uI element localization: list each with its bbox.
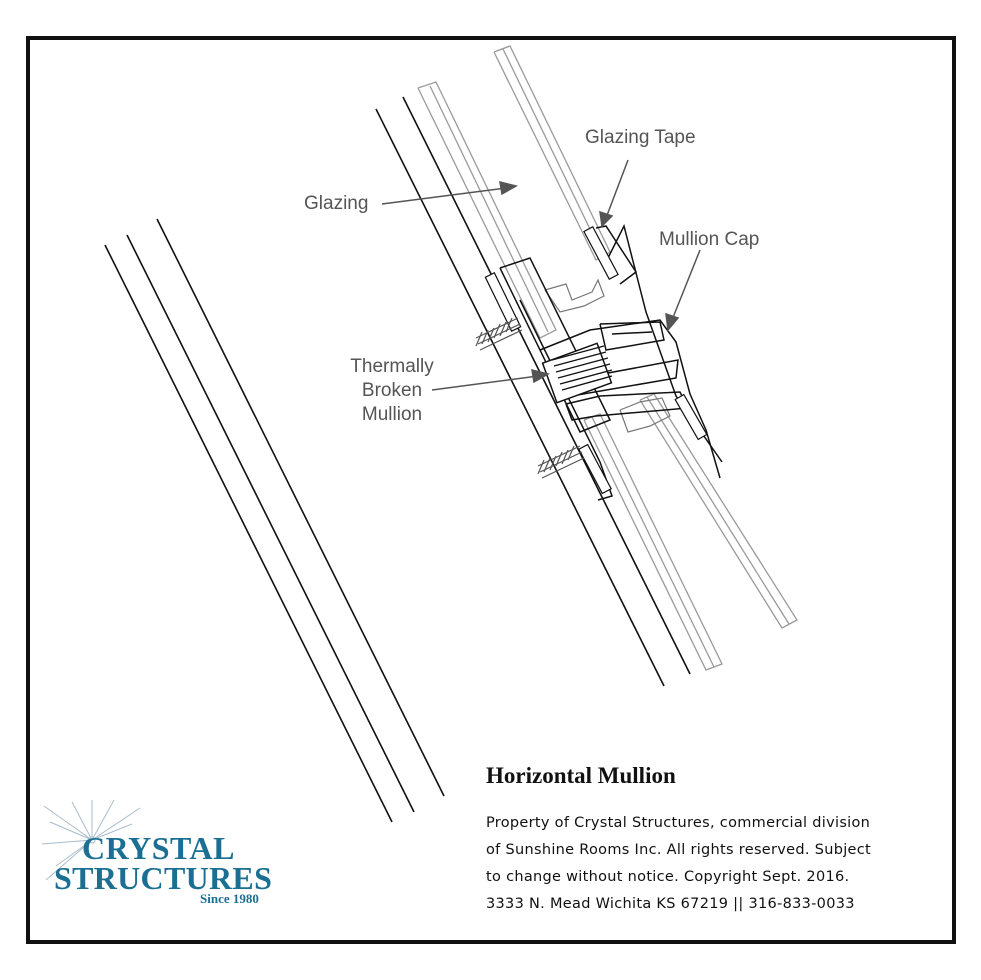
- mullion-outer-lines: [375, 96, 691, 687]
- label-thermal-line-3: Mullion: [361, 404, 423, 425]
- gaskets: [484, 226, 708, 495]
- label-mullion-cap: Mullion Cap: [659, 229, 760, 250]
- diagram-title: Horizontal Mullion: [486, 763, 676, 788]
- label-thermal-line-1: Thermally: [350, 356, 434, 377]
- logo-since: Since 1980: [200, 891, 259, 906]
- company-logo: CRYSTAL STRUCTURES Since 1980: [42, 800, 292, 910]
- notice-line-1: Property of Crystal Structures, commerci…: [486, 815, 871, 831]
- spacers: [544, 278, 671, 433]
- label-thermally-broken-mullion: Thermally Broken Mullion: [342, 355, 442, 427]
- logo-structures: STRUCTURES: [54, 860, 273, 896]
- glazing-panels: [417, 45, 798, 671]
- mullion-body: [499, 223, 723, 501]
- wall-lines: [104, 218, 445, 823]
- label-glazing: Glazing: [304, 193, 369, 214]
- screws: [475, 317, 585, 479]
- sparkle-star-icon: [42, 800, 141, 881]
- drawing-frame: [26, 36, 956, 944]
- leader-lines: [381, 159, 701, 391]
- copyright-notice: Property of Crystal Structures, commerci…: [486, 810, 871, 918]
- logo-crystal: CRYSTAL: [82, 830, 235, 866]
- notice-line-4: 3333 N. Mead Wichita KS 67219 || 316-833…: [486, 896, 855, 912]
- notice-line-3: to change without notice. Copyright Sept…: [486, 869, 850, 885]
- label-glazing-tape: Glazing Tape: [585, 127, 696, 148]
- notice-line-2: of Sunshine Rooms Inc. All rights reserv…: [486, 842, 872, 858]
- label-thermal-line-2: Broken: [361, 380, 423, 401]
